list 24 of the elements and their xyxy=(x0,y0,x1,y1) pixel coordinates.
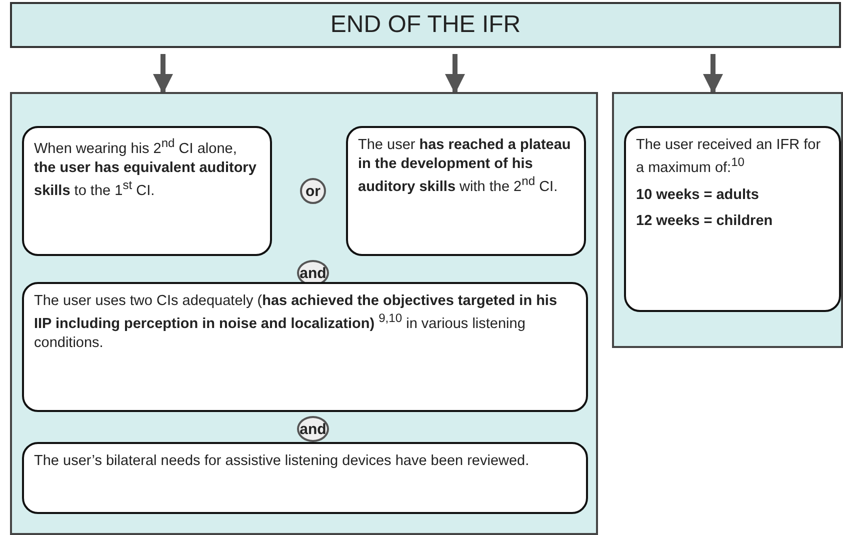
condition-text: When wearing his 2$^{nd}$ CI alone, the user has equivalent auditory skills to the 1$^{st}$ CI. xyxy=(34,136,258,200)
title-text: END OF THE IFR xyxy=(330,11,521,39)
condition-box xyxy=(22,126,272,256)
conjunction-text: and xyxy=(300,264,326,282)
conjunction-text: or xyxy=(306,182,320,200)
condition-text: 12 weeks = children xyxy=(636,212,774,232)
title-banner xyxy=(10,2,841,48)
condition-text: The user’s bilateral needs for assistive listening devices have been reviewed. xyxy=(34,452,530,471)
arrow xyxy=(703,54,723,94)
condition-text: The user has reached a plateau in the development of his auditory skills with the 2$^{nd}$ CI. xyxy=(358,136,572,196)
condition-text: The user uses two CIs adequately (has achieved the objectives targeted in his IIP including perception in noise and localization) $^{9,10}$ in various listening conditions. xyxy=(34,292,558,352)
conjunction-circle xyxy=(297,416,329,442)
conjunction-text: and xyxy=(300,420,326,438)
conjunction-circle xyxy=(300,178,326,204)
condition-panel xyxy=(10,92,598,535)
condition-text: The user received an IFR for a maximum of:$^{10}$ xyxy=(636,136,822,178)
condition-box xyxy=(22,282,588,412)
arrow xyxy=(153,54,173,94)
condition-panel xyxy=(612,92,843,348)
condition-box xyxy=(346,126,586,256)
condition-box xyxy=(624,126,841,312)
condition-box xyxy=(22,442,588,514)
condition-text: 10 weeks = adults xyxy=(636,186,760,204)
arrow xyxy=(445,54,465,94)
